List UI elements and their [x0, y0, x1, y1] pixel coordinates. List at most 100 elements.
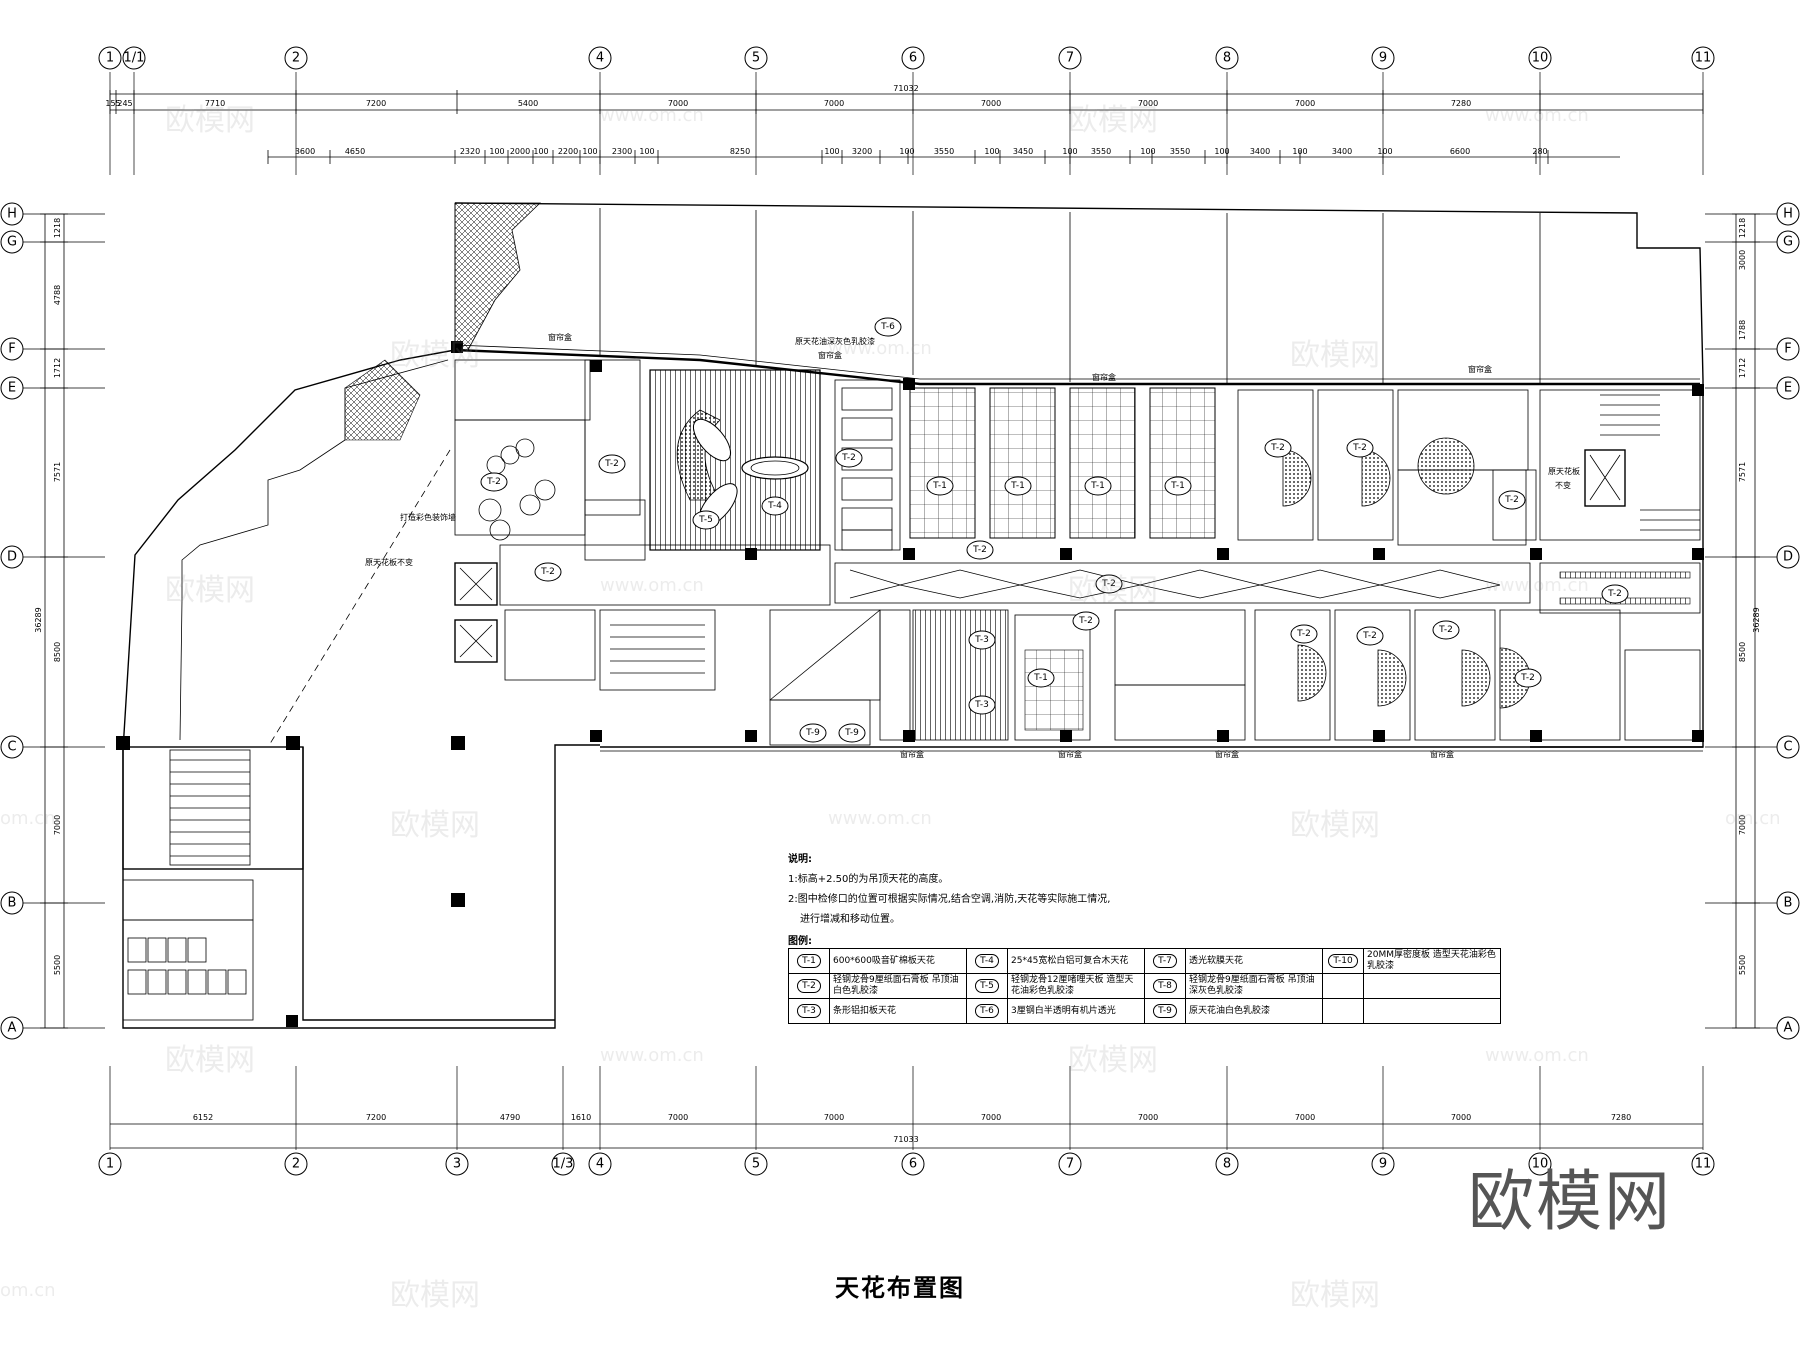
ceiling-tag-label: T-2 — [972, 545, 987, 555]
grid-bubble-top: 1/1 — [122, 46, 146, 70]
ceiling-tag-label: T-6 — [880, 322, 895, 332]
dim-top-row1: 7000 — [824, 99, 844, 108]
legend-desc: 原天花油白色乳胶漆 — [1185, 998, 1323, 1024]
dim-right: 1218 — [1738, 218, 1747, 238]
ceiling-tag-label: T-1 — [1010, 481, 1025, 491]
dim-top-row2: 3200 — [852, 147, 872, 156]
ceiling-tag-label: T-1 — [1170, 481, 1185, 491]
legend-code: T-10 — [1328, 954, 1358, 968]
grid-bubble-top: 8 — [1215, 46, 1239, 70]
legend-code-cell: T-2 — [788, 973, 830, 999]
dim-right: 1712 — [1738, 358, 1747, 378]
legend-code: T-8 — [1153, 979, 1177, 993]
dim-top-row2: 4650 — [345, 147, 365, 156]
ceiling-tag: T-2 — [835, 448, 863, 468]
toilet-stalls — [127, 937, 247, 995]
ceiling-tag-label: T-2 — [1352, 443, 1367, 453]
ceiling-tag-label: T-4 — [767, 501, 782, 511]
dim-top-row1: 155 — [105, 99, 120, 108]
dim-bottom: 7000 — [668, 1113, 688, 1122]
ceiling-tag-label: T-1 — [932, 481, 947, 491]
grid-bubble-right: E — [1776, 376, 1800, 400]
dim-bottom: 7000 — [1295, 1113, 1315, 1122]
label-curtain-box-4: 窗帘盒 — [1468, 364, 1492, 374]
grid-bubble-right: B — [1776, 891, 1800, 915]
dim-top-row2: 100 — [1377, 147, 1392, 156]
dim-top-row2: 3550 — [1170, 147, 1190, 156]
dim-top-row2: 2320 — [460, 147, 480, 156]
dim-top-row2: 100 — [639, 147, 654, 156]
label-curtain-box-8: 窗帘盒 — [1430, 749, 1454, 759]
dim-top-row1: 7710 — [205, 99, 225, 108]
legend-code: T-3 — [797, 1004, 821, 1018]
dim-top-row1: 7280 — [1451, 99, 1471, 108]
ceiling-tag: T-2 — [1072, 611, 1100, 631]
grid-bubble-left-label: D — [7, 550, 17, 565]
grid-bubble-top-label: 9 — [1379, 51, 1387, 66]
stair-center — [610, 624, 705, 674]
grid-bubble-bottom: 9 — [1371, 1152, 1395, 1176]
ceiling-tag: T-1 — [1027, 668, 1055, 688]
ceiling-tag-label: T-9 — [844, 728, 859, 738]
grid-bubble-bottom-label: 1/3 — [553, 1157, 574, 1172]
dim-top-row2: 100 — [824, 147, 839, 156]
dim-top-row2: 2300 — [612, 147, 632, 156]
ceiling-tag: T-2 — [1601, 584, 1629, 604]
dim-top-row2: 2200 — [558, 147, 578, 156]
grid-bubble-top: 10 — [1528, 46, 1552, 70]
dim-top-total: 71032 — [893, 84, 918, 93]
grid-bubble-bottom-label: 5 — [752, 1157, 760, 1172]
grid-bubble-top: 2 — [284, 46, 308, 70]
grid-bubble-right-label: A — [1784, 1021, 1793, 1036]
dim-top-row1: 7000 — [981, 99, 1001, 108]
ceiling-tag: T-2 — [1432, 620, 1460, 640]
legend-desc: 轻钢龙骨12厘啫哩天板 造型天花油彩色乳胶漆 — [1007, 973, 1145, 999]
dim-top-row2: 280 — [1532, 147, 1547, 156]
ceiling-tag-label: T-2 — [1520, 673, 1535, 683]
dim-top-row2: 100 — [582, 147, 597, 156]
legend-code-cell: T-8 — [1144, 973, 1186, 999]
notes-line-1: 1:标高+2.50的为吊顶天花的高度。 — [788, 874, 949, 885]
label-curtain-box-5: 窗帘盒 — [900, 749, 924, 759]
notes-line-3: 进行增减和移动位置。 — [800, 914, 900, 925]
ceiling-tag: T-2 — [1290, 624, 1318, 644]
grid-bubble-left-label: F — [8, 342, 15, 357]
grid-bubble-top-label: 1/1 — [124, 51, 145, 66]
dim-right: 3000 — [1738, 250, 1747, 270]
grid-bubble-top-label: 5 — [752, 51, 760, 66]
grid-bubble-right-label: E — [1784, 381, 1792, 396]
grid-bubble-left: C — [0, 735, 24, 759]
legend-desc: 600*600吸音矿棉板天花 — [829, 948, 967, 974]
grid-bubble-bottom: 1/3 — [551, 1152, 575, 1176]
stair-left — [170, 759, 250, 857]
grid-bubble-top: 11 — [1691, 46, 1715, 70]
grid-bubble-left-label: E — [8, 381, 16, 396]
legend-code-cell — [1322, 973, 1364, 999]
legend-desc: 条形铝扣板天花 — [829, 998, 967, 1024]
ceiling-tag-label: T-2 — [604, 459, 619, 469]
legend-desc — [1363, 998, 1501, 1024]
label-curtain-box-6: 窗帘盒 — [1058, 749, 1082, 759]
grid-bubble-bottom-label: 8 — [1223, 1157, 1231, 1172]
ceiling-zones — [451, 341, 1704, 752]
dim-top-row2: 3550 — [934, 147, 954, 156]
ceiling-tag: T-1 — [926, 476, 954, 496]
dim-right: 7000 — [1738, 815, 1747, 835]
dim-top-row1: 7000 — [1138, 99, 1158, 108]
grid-bubble-bottom: 6 — [901, 1152, 925, 1176]
dim-top-row2: 2000 — [510, 147, 530, 156]
grid-bubble-bottom: 8 — [1215, 1152, 1239, 1176]
ceiling-tag: T-3 — [968, 630, 996, 650]
label-curtain-box-1: 窗帘盒 — [548, 332, 572, 342]
grid-bubble-right-label: H — [1783, 207, 1793, 222]
grid-bubble-top: 5 — [744, 46, 768, 70]
dim-left: 7571 — [53, 462, 62, 482]
grid-bubble-right: A — [1776, 1016, 1800, 1040]
legend-code-cell: T-5 — [966, 973, 1008, 999]
dim-right: 7571 — [1738, 462, 1747, 482]
